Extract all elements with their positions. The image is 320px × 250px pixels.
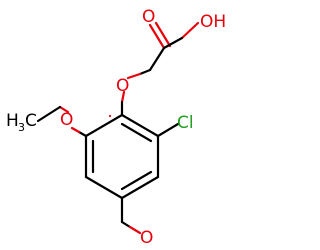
hydroxyl-label: OH (200, 12, 226, 32)
carboxyl-group (148, 21, 200, 72)
ether-oxygen-left-label: O (60, 110, 73, 130)
ether-linkage-top (120, 68, 152, 117)
aldehyde-oxygen-label: O (140, 228, 153, 248)
svg-text:C: C (25, 111, 37, 131)
svg-text:3: 3 (18, 121, 25, 134)
molecule-structure: OH O O O Cl H 3 C O (6, 7, 226, 248)
ethoxy-group (36, 105, 112, 138)
aldehyde-group (120, 196, 142, 235)
chlorine-label: Cl (177, 113, 194, 133)
chlorine-bond (156, 122, 180, 138)
carbonyl-oxygen-label: O (142, 7, 155, 27)
svg-text:H: H (6, 111, 19, 131)
ether-oxygen-center-label: O (116, 76, 129, 96)
benzene-ring (84, 113, 160, 200)
methyl-label: H 3 C (6, 111, 37, 134)
